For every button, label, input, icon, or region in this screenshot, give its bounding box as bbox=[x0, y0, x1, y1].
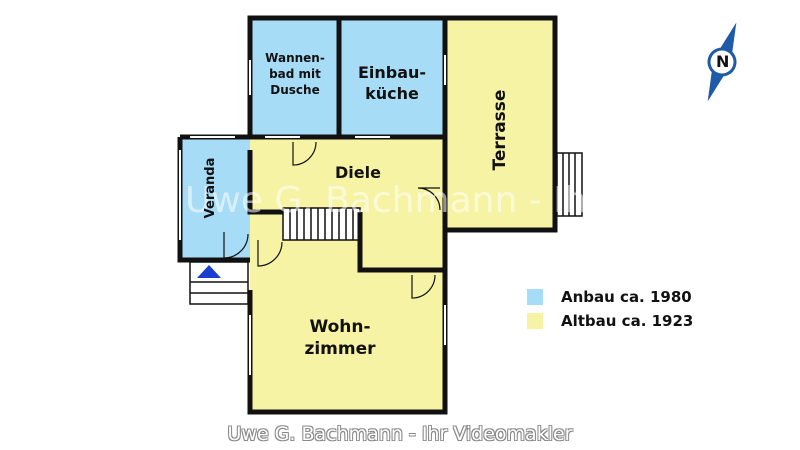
legend-label-altbau: Altbau ca. 1923 bbox=[561, 312, 694, 330]
label-terrasse: Terrasse bbox=[490, 90, 510, 171]
staircase bbox=[282, 207, 361, 241]
compass-label: N bbox=[716, 52, 729, 71]
room-diele bbox=[250, 137, 445, 270]
room-wannenbad bbox=[250, 18, 339, 137]
watermark: Uwe G. Bachmann - Ihr Videomakler bbox=[185, 180, 800, 221]
legend-swatch-anbau bbox=[527, 289, 543, 305]
legend-label-anbau: Anbau ca. 1980 bbox=[561, 288, 692, 306]
footer-credit: Uwe G. Bachmann - Ihr Videomakler bbox=[227, 423, 573, 445]
legend-swatch-altbau bbox=[527, 313, 543, 329]
door-swings bbox=[223, 141, 441, 299]
room-einbaukueche bbox=[339, 18, 445, 137]
room-veranda bbox=[180, 137, 250, 260]
room-terrasse bbox=[445, 18, 555, 230]
compass-north-icon bbox=[707, 22, 737, 102]
label-veranda: Veranda bbox=[203, 158, 218, 219]
entrance-arrow-icon bbox=[197, 265, 221, 278]
legend-item-altbau: Altbau ca. 1923 bbox=[527, 310, 693, 332]
label-diele: Diele bbox=[335, 163, 381, 182]
label-einbaukueche: Einbau-küche bbox=[358, 63, 426, 103]
room-wohnzimmer bbox=[250, 212, 445, 412]
entrance-steps bbox=[189, 261, 249, 305]
legend: Anbau ca. 1980 Altbau ca. 1923 bbox=[527, 286, 693, 334]
legend-item-anbau: Anbau ca. 1980 bbox=[527, 286, 693, 308]
label-wohnzimmer: Wohn-zimmer bbox=[304, 317, 376, 359]
windows bbox=[179, 55, 446, 375]
terrace-steps bbox=[556, 152, 583, 217]
